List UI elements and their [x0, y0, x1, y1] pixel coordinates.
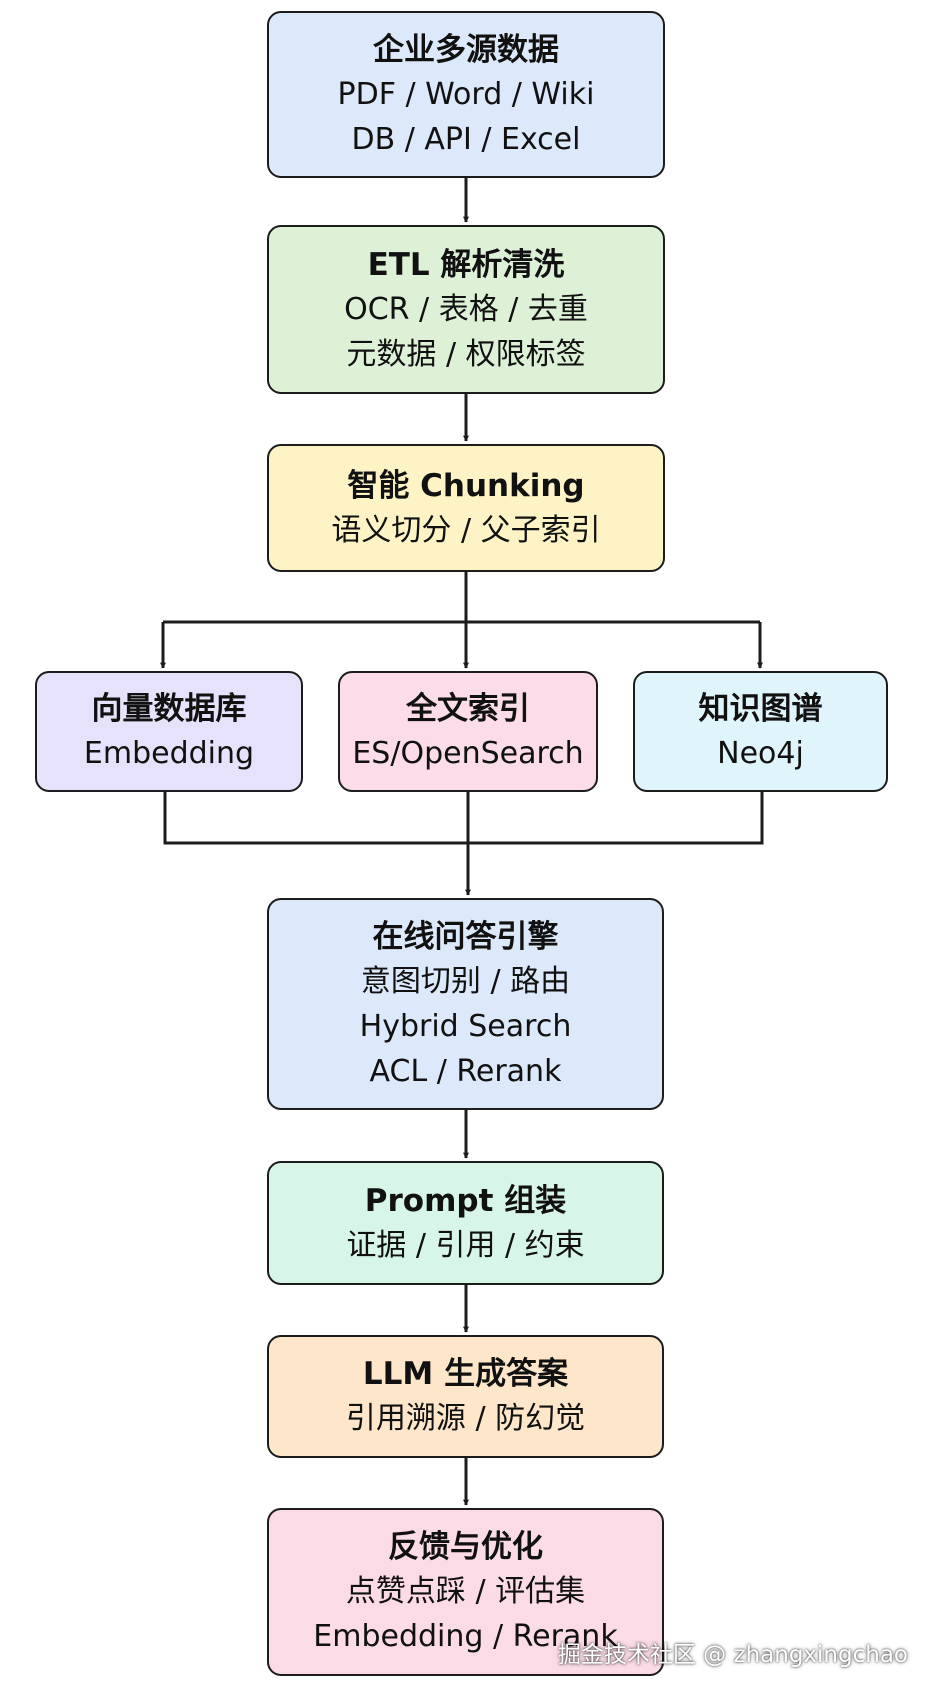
node-etl-line-1: OCR / 表格 / 去重 [344, 291, 588, 327]
node-knowledge-graph-title: 知识图谱 [698, 691, 823, 727]
node-sources-title: 企业多源数据 [373, 31, 559, 68]
node-feedback: 反馈与优化 点赞点踩 / 评估集 Embedding / Rerank [267, 1508, 664, 1676]
node-llm-title: LLM 生成答案 [362, 1356, 569, 1392]
node-llm: LLM 生成答案 引用溯源 / 防幻觉 [267, 1335, 664, 1458]
node-qa-engine-title: 在线问答引擎 [372, 918, 559, 955]
node-prompt-title: Prompt 组装 [364, 1182, 567, 1219]
node-knowledge-graph-line-1: Neo4j [717, 736, 804, 771]
node-feedback-line-1: 点赞点踩 / 评估集 [345, 1574, 586, 1609]
node-qa-engine-line-2: Hybrid Search [359, 1008, 572, 1044]
connector-chunking-split [163, 572, 760, 624]
node-prompt-line-1: 证据 / 引用 / 约束 [346, 1227, 585, 1263]
node-llm-line-1: 引用溯源 / 防幻觉 [345, 1401, 586, 1436]
node-qa-engine-line-3: ACL / Rerank [369, 1053, 562, 1089]
node-fulltext-title: 全文索引 [406, 691, 530, 727]
node-sources: 企业多源数据 PDF / Word / Wiki DB / API / Exce… [267, 11, 665, 178]
node-chunking-title: 智能 Chunking [347, 467, 585, 504]
node-feedback-line-2: Embedding / Rerank [313, 1619, 618, 1654]
node-chunking-line-1: 语义切分 / 父子索引 [331, 512, 601, 548]
node-qa-engine: 在线问答引擎 意图切别 / 路由 Hybrid Search ACL / Rer… [267, 898, 664, 1110]
watermark-text: 掘金技术社区 @ zhangxingchao [557, 1642, 908, 1668]
node-chunking: 智能 Chunking 语义切分 / 父子索引 [267, 444, 665, 572]
node-etl: ETL 解析清洗 OCR / 表格 / 去重 元数据 / 权限标签 [267, 225, 665, 394]
node-fulltext-line-1: ES/OpenSearch [352, 736, 584, 771]
node-sources-line-2: DB / API / Excel [351, 121, 581, 157]
node-vector-db-line-1: Embedding [83, 736, 255, 771]
node-sources-line-1: PDF / Word / Wiki [337, 76, 595, 112]
node-fulltext: 全文索引 ES/OpenSearch [338, 671, 598, 792]
node-etl-title: ETL 解析清洗 [367, 246, 565, 283]
node-vector-db: 向量数据库 Embedding [35, 671, 303, 792]
node-vector-db-title: 向量数据库 [91, 691, 247, 727]
node-feedback-title: 反馈与优化 [388, 1529, 543, 1565]
connector-merge [163, 792, 764, 845]
node-qa-engine-line-1: 意图切别 / 路由 [360, 963, 571, 999]
node-knowledge-graph: 知识图谱 Neo4j [633, 671, 888, 792]
node-prompt: Prompt 组装 证据 / 引用 / 约束 [267, 1161, 664, 1285]
node-etl-line-2: 元数据 / 权限标签 [346, 336, 586, 372]
